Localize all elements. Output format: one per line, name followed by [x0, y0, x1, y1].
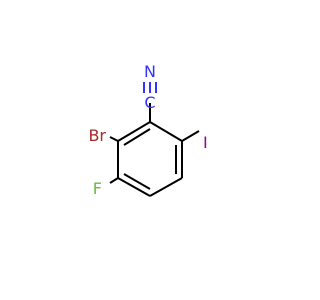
ring-bond — [117, 177, 151, 197]
bond-c-i — [181, 130, 200, 142]
bond-c-f — [109, 177, 119, 184]
atom-n-label: N — [144, 62, 156, 81]
substituent-bonds — [109, 103, 200, 184]
atom-c-nitrile-label: C — [144, 93, 155, 112]
molecule-structure: N C Br I F — [88, 62, 208, 198]
ring-bond — [149, 121, 183, 142]
atom-br-label: Br — [88, 126, 106, 145]
atom-i-label: I — [203, 133, 208, 152]
bond-c-br — [109, 136, 119, 142]
nitrile-triple-bond — [143, 82, 157, 93]
ring-bond-inner — [123, 173, 151, 190]
atom-f-label: F — [93, 179, 102, 198]
benzene-ring — [117, 121, 183, 197]
ring-bond-inner — [123, 128, 151, 146]
ring-bond — [117, 121, 151, 142]
ring-bond — [149, 177, 183, 197]
